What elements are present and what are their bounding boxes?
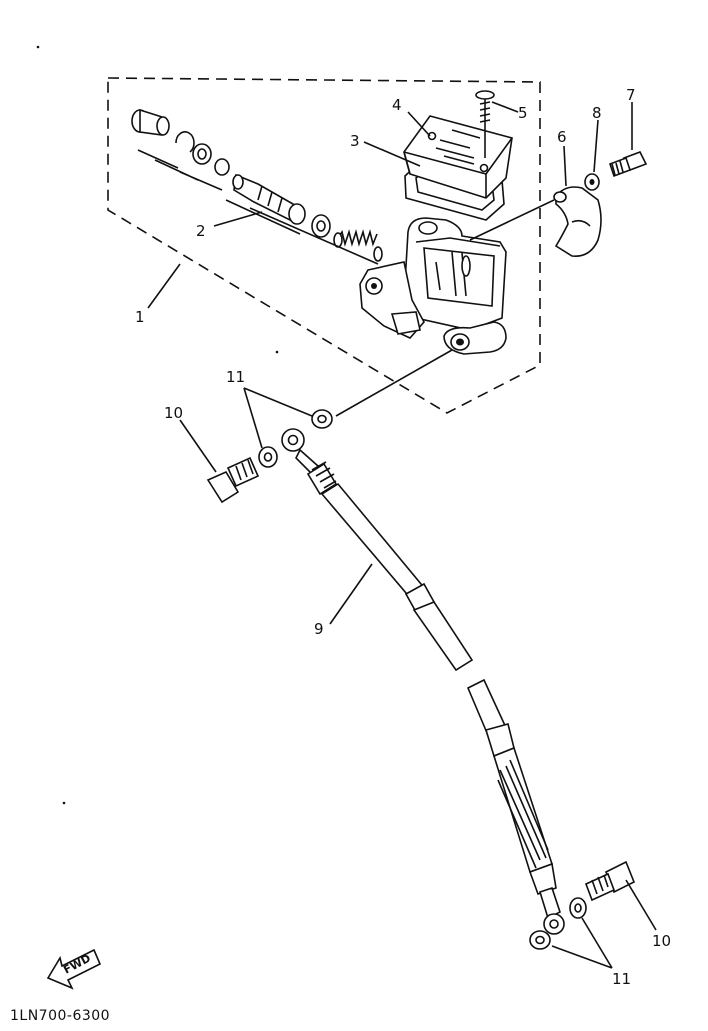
print-specks bbox=[36, 45, 279, 805]
spring-washer bbox=[584, 173, 600, 191]
callout-1: 1 bbox=[135, 308, 145, 326]
primary-cup bbox=[311, 214, 331, 238]
callout-9: 9 bbox=[314, 620, 324, 638]
circlip bbox=[175, 131, 195, 153]
return-spring bbox=[333, 229, 383, 262]
callout-leaders bbox=[147, 101, 657, 969]
master-cylinder-body bbox=[359, 217, 507, 355]
forward-arrow-icon: FWD bbox=[46, 948, 102, 990]
diagram-code: 1LN700-6300 bbox=[10, 1008, 110, 1024]
cap-screw bbox=[475, 90, 495, 158]
piston bbox=[232, 173, 306, 225]
callout-6: 6 bbox=[557, 128, 567, 146]
piston-washer bbox=[192, 143, 212, 165]
brake-hose bbox=[281, 428, 565, 935]
holder-bolt bbox=[608, 150, 648, 178]
callout-2: 2 bbox=[196, 222, 206, 240]
callout-labels: 1 2 3 4 5 6 7 8 9 10 10 11 11 bbox=[135, 86, 671, 988]
callout-11-top: 11 bbox=[226, 368, 245, 386]
callout-10-bottom: 10 bbox=[652, 932, 671, 950]
callout-3: 3 bbox=[350, 132, 360, 150]
seal-ring bbox=[214, 158, 230, 176]
union-bolt-bottom bbox=[584, 860, 636, 902]
copper-washer-top-right bbox=[311, 409, 333, 429]
callout-5: 5 bbox=[518, 104, 528, 122]
master-cylinder-assembly-boundary bbox=[107, 77, 541, 414]
union-bolt-top bbox=[206, 456, 260, 504]
callout-7: 7 bbox=[626, 86, 636, 104]
callout-11-bottom: 11 bbox=[612, 970, 631, 988]
callout-4: 4 bbox=[392, 96, 402, 114]
lever-holder bbox=[469, 186, 602, 257]
callout-8: 8 bbox=[592, 104, 602, 122]
copper-washer-bottom-left bbox=[529, 930, 551, 950]
dust-boot bbox=[131, 108, 170, 136]
copper-washer-bottom-right bbox=[569, 897, 587, 919]
callout-10-top: 10 bbox=[164, 404, 183, 422]
piston-kit bbox=[131, 108, 383, 265]
copper-washer-top-left bbox=[258, 446, 278, 468]
